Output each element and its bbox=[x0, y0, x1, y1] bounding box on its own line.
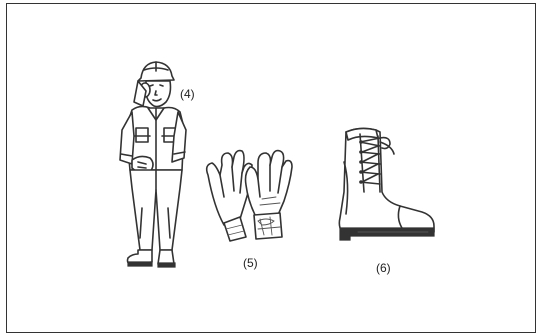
worker-in-protective-clothing-icon bbox=[110, 58, 190, 283]
item-label-boot: (6) bbox=[376, 261, 391, 275]
item-label-gloves: (5) bbox=[243, 256, 258, 270]
item-label-worker: (4) bbox=[180, 87, 195, 101]
work-gloves-icon bbox=[200, 145, 300, 245]
safety-boot-icon bbox=[330, 122, 440, 247]
